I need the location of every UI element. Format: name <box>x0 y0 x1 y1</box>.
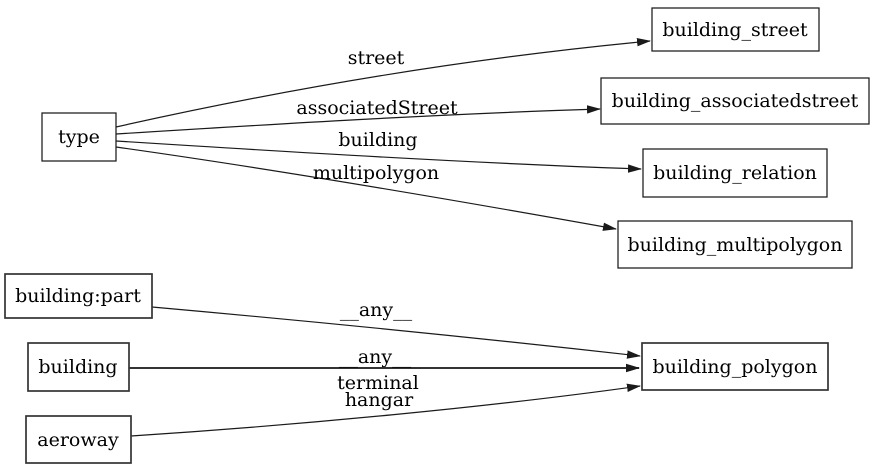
node-building-associatedstreet-label: building_associatedstreet <box>612 90 859 112</box>
node-building-label: building <box>38 356 117 378</box>
node-building-associatedstreet: building_associatedstreet <box>600 77 870 125</box>
node-building-polygon-label: building_polygon <box>653 356 818 378</box>
node-building-part-label: building:part <box>15 285 141 307</box>
edge-type-to-building-street <box>115 38 651 128</box>
node-building-relation: building_relation <box>642 148 828 198</box>
node-aeroway-box <box>25 415 132 464</box>
node-building-street: building_street <box>651 7 820 52</box>
edge-type-to-building-multipolygon <box>115 146 617 231</box>
edge-label-any-building: __any__ <box>339 346 412 368</box>
edge-aeroway-to-building-polygon <box>130 383 641 437</box>
edge-label-multipolygon: multipolygon <box>313 162 439 184</box>
node-building-multipolygon-box <box>617 220 853 269</box>
node-building-polygon-box <box>641 342 829 391</box>
node-type-box <box>41 112 117 162</box>
node-building-polygon: building_polygon <box>641 342 829 391</box>
node-building-part: building:part <box>4 273 153 319</box>
edge-type-to-building-relation <box>115 140 642 173</box>
node-building-box <box>27 342 130 392</box>
edge-building-part-to-building-polygon <box>151 306 641 359</box>
edge-type-to-building-associatedstreet <box>115 105 601 135</box>
node-building-street-label: building_street <box>662 19 808 41</box>
node-type: type <box>41 112 117 162</box>
node-aeroway: aeroway <box>25 415 132 464</box>
edge-label-building: building <box>338 129 417 151</box>
node-aeroway-label: aeroway <box>37 429 119 451</box>
edge-label-any-building-part: __any__ <box>340 299 413 321</box>
node-building-multipolygon-label: building_multipolygon <box>628 234 843 256</box>
node-building-part-box <box>4 273 153 319</box>
edge-label-hangar: hangar <box>345 389 414 411</box>
edge-label-terminal: terminal <box>337 372 419 394</box>
node-building-street-box <box>651 7 820 52</box>
node-building-multipolygon: building_multipolygon <box>617 220 853 269</box>
node-building: building <box>27 342 130 392</box>
node-building-associatedstreet-box <box>600 77 870 125</box>
node-building-relation-label: building_relation <box>653 162 817 184</box>
node-type-label: type <box>58 126 100 148</box>
edge-label-associatedstreet: associatedStreet <box>296 97 458 119</box>
node-building-relation-box <box>642 148 828 198</box>
edge-label-street: street <box>348 47 405 69</box>
